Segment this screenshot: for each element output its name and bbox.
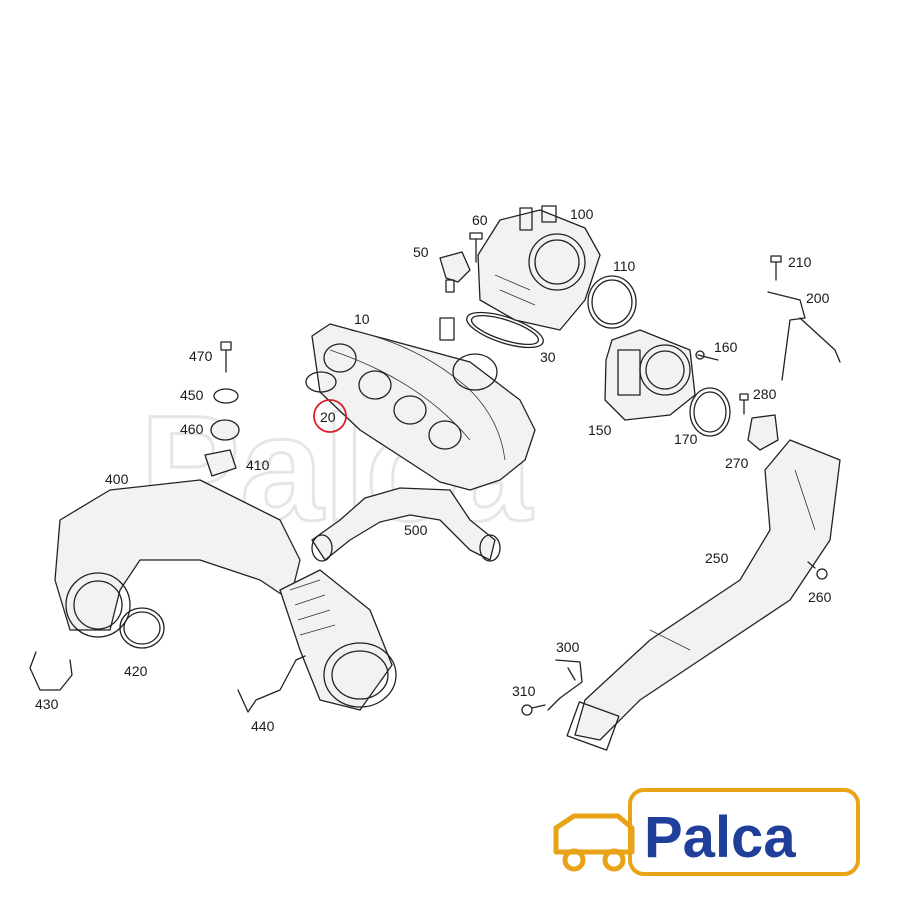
callout-300: 300: [556, 639, 580, 655]
intake-manifold-part: [311, 317, 536, 491]
callout-20: 20: [320, 409, 336, 425]
callout-110: 110: [613, 258, 636, 274]
highlight-circle: [313, 399, 347, 433]
adapter-housing-part: [477, 205, 601, 331]
clip-440-part: [237, 655, 306, 713]
callout-310: 310: [512, 683, 536, 699]
callout-420: 420: [124, 663, 148, 679]
callout-200: 200: [806, 290, 830, 306]
callout-270: 270: [725, 455, 749, 471]
air-duct-part: [54, 479, 301, 638]
sensor-410-part: [204, 449, 237, 477]
hose-500-part: [311, 487, 501, 562]
callout-410: 410: [246, 457, 270, 473]
bracket-300-part: [547, 659, 583, 711]
callout-470: 470: [189, 348, 213, 364]
callout-450: 450: [180, 387, 204, 403]
callout-280: 280: [753, 386, 777, 402]
callout-210: 210: [788, 254, 812, 270]
callout-160: 160: [714, 339, 738, 355]
callout-100: 100: [570, 206, 594, 222]
bolt-470-part: [220, 341, 232, 373]
bolt-60-part: [469, 232, 483, 263]
callout-150: 150: [588, 422, 612, 438]
callout-400: 400: [105, 471, 129, 487]
callout-50: 50: [413, 244, 429, 260]
sensor-270-part: [747, 414, 779, 451]
bracket-200-part: [767, 291, 841, 381]
throttle-body-part: [604, 329, 696, 421]
o-ring-420-part: [119, 607, 165, 649]
seal-ring-part: [466, 311, 544, 349]
logo-text: Palca: [644, 805, 796, 870]
callout-60: 60: [472, 212, 488, 228]
bolt-160-part: [695, 350, 719, 361]
o-ring-170-part: [689, 387, 731, 437]
callout-440: 440: [251, 718, 275, 734]
callout-170: 170: [674, 431, 698, 447]
flex-hose-part: [279, 569, 397, 711]
callout-460: 460: [180, 421, 204, 437]
bolt-260-part: [807, 561, 828, 580]
callout-labels: 10 20 30 50 60 100 110 150 160 170 200 2…: [35, 206, 832, 734]
palca-logo: Palca: [553, 788, 860, 876]
o-ring-110-part: [587, 275, 637, 329]
bolt-210-part: [770, 255, 782, 281]
gasket-part: [305, 371, 337, 393]
washer-450-part: [213, 388, 239, 404]
callout-500: 500: [404, 522, 428, 538]
callout-30: 30: [540, 349, 556, 365]
bolt-280-part: [739, 393, 749, 415]
car-outline-icon: [553, 813, 635, 872]
callout-250: 250: [705, 550, 729, 566]
callout-430: 430: [35, 696, 59, 712]
pressure-sensor-part: [439, 251, 471, 293]
callout-260: 260: [808, 589, 832, 605]
charge-pipe-part: [566, 439, 841, 751]
screw-310-part: [521, 704, 546, 716]
clip-430-part: [29, 651, 73, 691]
callout-10: 10: [354, 311, 370, 327]
grommet-460-part: [210, 419, 240, 441]
